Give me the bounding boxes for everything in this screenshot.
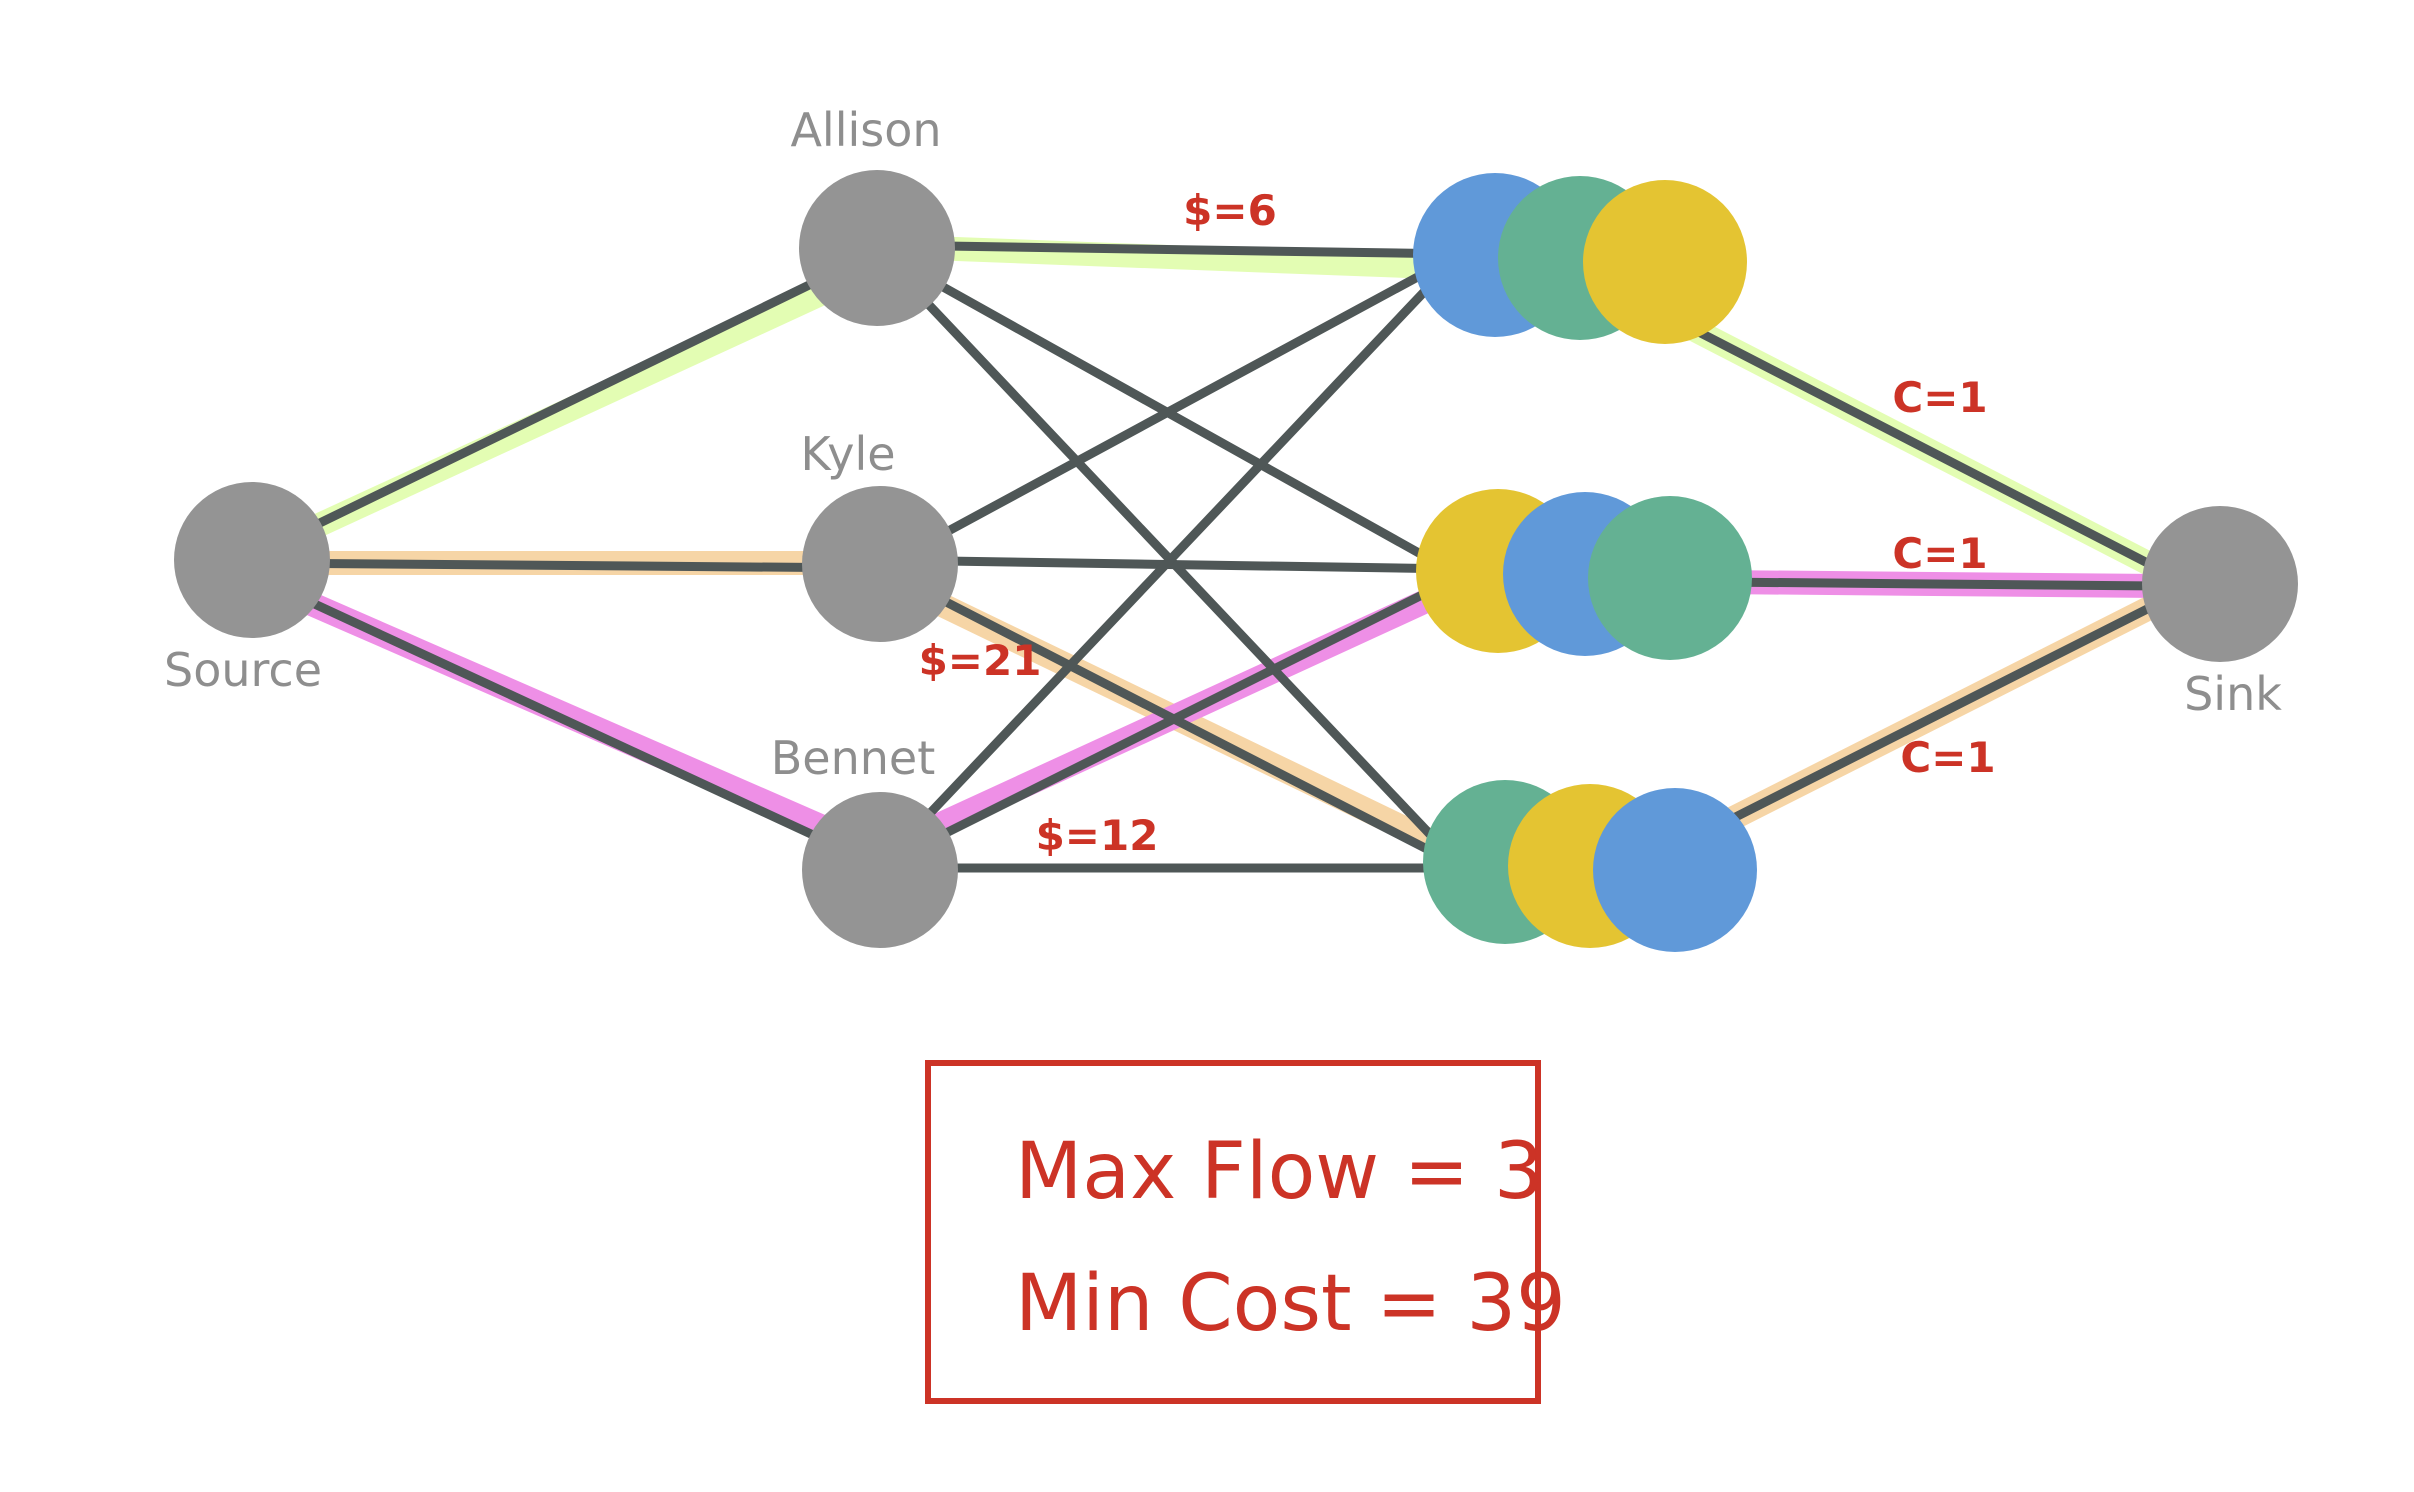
- source-node: [174, 482, 330, 638]
- result-box: Max Flow = 3 Min Cost = 39: [925, 1060, 1566, 1404]
- edge-source-allison: [247, 247, 882, 561]
- team-cluster-mid: [1416, 489, 1752, 660]
- flow-highlights: [240, 234, 2177, 872]
- gray-nodes: [174, 170, 2298, 948]
- kyle-cost-label: $=21: [919, 636, 1042, 685]
- kyle-node: [802, 486, 958, 642]
- edge-allison-team-top: [872, 240, 1465, 259]
- sink-label: Sink: [2184, 667, 2282, 721]
- edge-bennet-team-top: [875, 249, 1465, 871]
- edge-team-top-sink: [1655, 307, 2170, 577]
- sink-node: [2142, 506, 2298, 662]
- edge-source-kyle: [247, 558, 885, 573]
- kyle-label: Kyle: [800, 427, 895, 481]
- team-mid-teal-circle: [1588, 496, 1752, 660]
- edge-team-mid-sink: [1710, 577, 2170, 591]
- capacity-bottom-label: C=1: [1900, 733, 1995, 782]
- edge-source-bennet: [247, 570, 885, 871]
- result-box-border: [925, 1060, 1541, 1404]
- min-cost-text: Min Cost = 39: [1015, 1259, 1566, 1349]
- capacity-mid-label: C=1: [1892, 529, 1987, 578]
- bennet-cost-label: $=12: [1036, 811, 1159, 860]
- edge-kyle-team-top: [875, 249, 1465, 573]
- allison-node: [799, 170, 955, 326]
- allison-label: Allison: [790, 103, 941, 157]
- edge-bennet-team-mid: [875, 571, 1465, 871]
- bennet-node: [802, 792, 958, 948]
- team-top-yellow-circle: [1583, 180, 1747, 344]
- team-cluster-bottom: [1423, 780, 1757, 952]
- team-bottom-blue-circle: [1593, 788, 1757, 952]
- edge-team-bottom-sink: [1695, 595, 2170, 840]
- team-cluster-top: [1413, 173, 1747, 344]
- source-label: Source: [164, 643, 322, 697]
- capacity-top-label: C=1: [1892, 373, 1987, 422]
- allison-cost-label: $=6: [1183, 186, 1277, 235]
- max-flow-text: Max Flow = 3: [1015, 1127, 1544, 1217]
- bennet-label: Bennet: [771, 731, 936, 785]
- network-edges: [247, 240, 2170, 873]
